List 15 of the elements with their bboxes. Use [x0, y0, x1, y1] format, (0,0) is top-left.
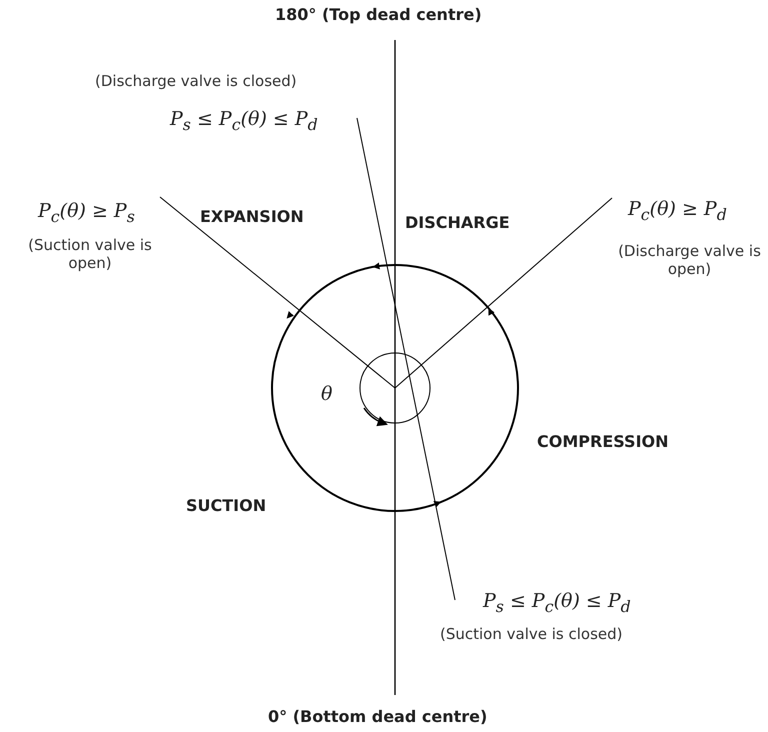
angle-label: 0° (Bottom dead centre): [268, 707, 488, 726]
angle-symbol: θ: [321, 383, 332, 405]
pressure-condition: P$_{s}$ ≤ P$_{c}$(θ) ≤ P$_{d}$: [483, 590, 631, 616]
phase-label: COMPRESSION: [537, 432, 669, 451]
angle-label: 180° (Top dead centre): [275, 5, 482, 24]
note-text: (Discharge valve is open): [617, 242, 762, 278]
pressure-condition: P$_{c}$(θ) ≥ P$_{d}$: [628, 198, 727, 224]
pressure-condition: P$_{s}$ ≤ P$_{c}$(θ) ≤ P$_{d}$: [170, 108, 318, 134]
pressure-condition: P$_{c}$(θ) ≥ P$_{s}$: [38, 200, 135, 226]
note-text: (Suction valve is closed): [440, 625, 622, 643]
phase-label: EXPANSION: [200, 207, 304, 226]
phase-label: DISCHARGE: [405, 213, 510, 232]
phase-label: SUCTION: [186, 496, 266, 515]
note-text: (Discharge valve is closed): [95, 72, 297, 90]
note-text: (Suction valve is open): [27, 236, 153, 272]
